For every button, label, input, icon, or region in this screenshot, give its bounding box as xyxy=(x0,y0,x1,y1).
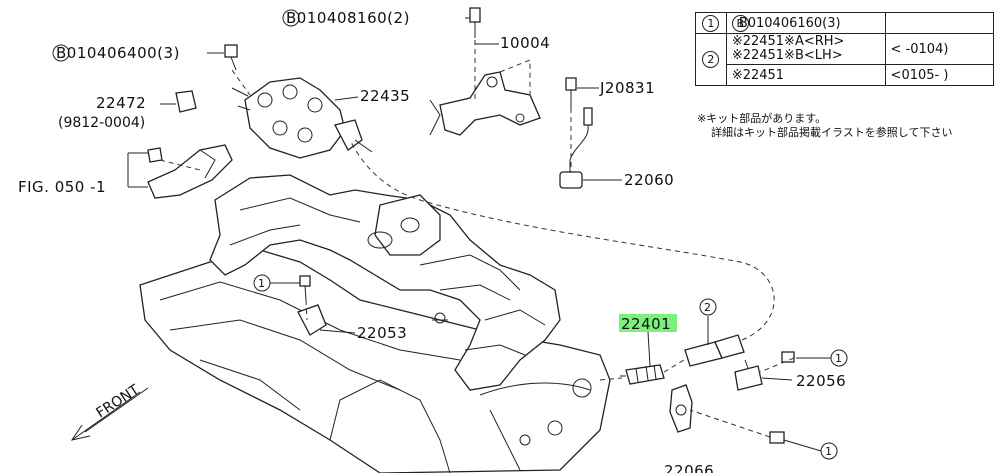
label-front: FRONT xyxy=(93,382,142,422)
legend-part-1: B010406160(3) xyxy=(738,15,841,31)
label-b-010406400: B010406400(3) xyxy=(56,44,180,62)
label-22435: 22435 xyxy=(360,87,410,105)
ref-2: 2 xyxy=(704,301,711,314)
legend-key-2: 2 xyxy=(702,51,720,68)
ref-1-marker-b xyxy=(830,349,848,367)
legend-row-2: 2 ※22451※A<RH> ※22451※B<LH> < -0104) xyxy=(695,33,994,86)
legend-table: 1 BB010406160(3) 2 ※22451※A<RH> ※22451※B… xyxy=(695,12,994,86)
bracket-10004 xyxy=(429,71,541,136)
bolt-b-marker-top xyxy=(282,9,300,27)
bracket-22472 xyxy=(147,90,233,199)
kit-note-2: 詳細はキット部品掲載イラストを参照して下さい xyxy=(711,126,953,139)
legend-range-3: <0105- ) xyxy=(884,64,994,86)
ref-1-marker-a xyxy=(253,274,271,292)
label-fig-050-1: FIG. 050 -1 xyxy=(18,178,106,196)
kit-note-1: ※キット部品があります。 xyxy=(697,112,827,125)
legend-range-2: < -0104) xyxy=(884,33,994,65)
ref-1-a: 1 xyxy=(258,277,265,290)
label-22472-range: (9812-0004) xyxy=(58,115,145,131)
spark-plug-22401 xyxy=(620,364,665,385)
label-b-010408160: B010408160(2) xyxy=(286,9,410,27)
leader-lines xyxy=(127,17,831,452)
ref-1-c: 1 xyxy=(825,445,832,458)
label-22056: 22056 xyxy=(796,372,846,390)
highlight-22401 xyxy=(619,314,677,332)
label-22060: 22060 xyxy=(624,171,674,189)
engine-block xyxy=(139,249,611,473)
label-10004: 10004 xyxy=(500,34,550,52)
label-22066: 22066 xyxy=(664,462,714,473)
label-22472: 22472 xyxy=(96,94,146,112)
bolt-top xyxy=(469,7,481,38)
distributor xyxy=(231,77,373,159)
b-marker-icon: B xyxy=(731,14,749,32)
intake-manifold xyxy=(209,174,561,391)
bolt-b-marker-left xyxy=(52,44,70,62)
legend-key-1: 1 xyxy=(702,14,720,32)
label-22401[interactable]: 22401 xyxy=(621,315,671,333)
legend-part-2b: ※22451※B<LH> xyxy=(731,48,843,63)
plug-cord-22451 xyxy=(349,139,775,367)
legend-row-3: ※22451 <0105- ) xyxy=(696,64,994,86)
legend-part-3: ※22451 xyxy=(725,64,886,86)
ref-1-marker-c xyxy=(820,442,838,460)
label-j20831: J20831 xyxy=(599,79,655,97)
legend-range-1 xyxy=(884,12,994,34)
bolt-1 xyxy=(297,275,327,336)
ref-1-b: 1 xyxy=(835,352,842,365)
bolt-left xyxy=(224,44,238,71)
guide-lines xyxy=(159,40,795,438)
sensor-22060 xyxy=(559,77,593,189)
legend-part-2a: ※22451※A<RH> xyxy=(731,34,845,49)
legend-row-1: 1 BB010406160(3) xyxy=(695,12,994,34)
front-arrow xyxy=(70,387,149,441)
label-22053: 22053 xyxy=(357,324,407,342)
sensor-22056 xyxy=(734,351,795,391)
ref-2-marker xyxy=(699,298,717,316)
kit-notes: ※キット部品があります。 詳細はキット部品掲載イラストを参照して下さい xyxy=(697,112,994,140)
bracket-22066 xyxy=(669,384,785,444)
